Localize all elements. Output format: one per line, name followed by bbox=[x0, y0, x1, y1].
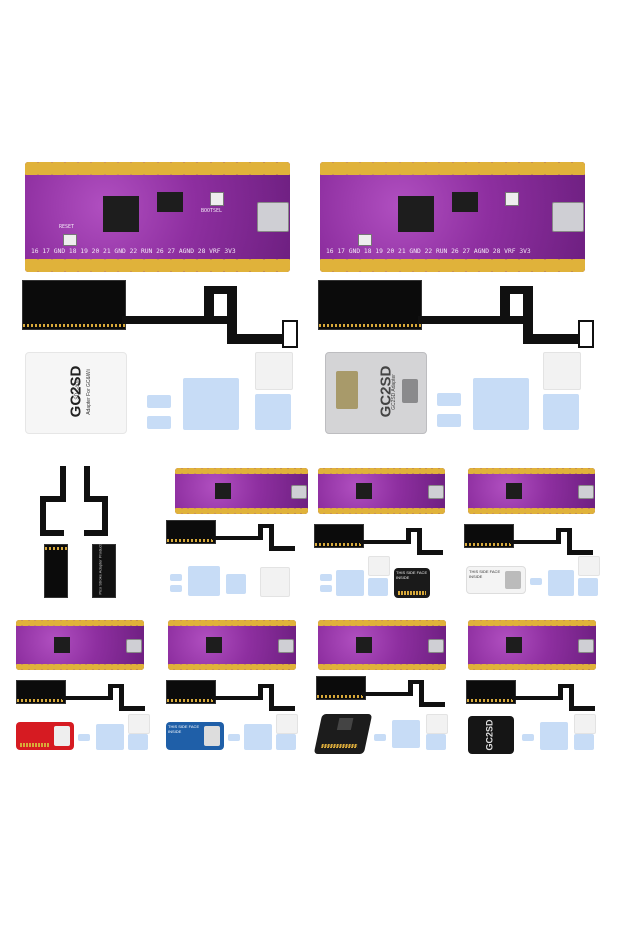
bootsel-button bbox=[505, 192, 519, 206]
thermal-pad bbox=[188, 566, 220, 596]
gold-pins-top bbox=[25, 162, 290, 176]
clear-gc2sd-adapter: GC2SD GC2SD Adapter bbox=[325, 352, 427, 434]
thermal-pad bbox=[228, 734, 240, 741]
flash-chip bbox=[157, 192, 183, 212]
thermal-pad bbox=[147, 395, 171, 408]
bootsel-label: BOOTSEL bbox=[201, 208, 223, 214]
rp2040-chip bbox=[103, 196, 139, 232]
reset-label: RESET bbox=[59, 224, 75, 230]
thermal-pad bbox=[128, 734, 148, 750]
flex-cable-mini bbox=[464, 524, 594, 558]
usb-c-port bbox=[257, 202, 289, 232]
pico-board-mini bbox=[468, 468, 595, 514]
flex-cable-mini bbox=[166, 680, 296, 714]
flex-connector-head bbox=[318, 280, 422, 330]
pico-board-mini bbox=[318, 620, 446, 670]
thermal-pad-white bbox=[128, 714, 150, 734]
sideface-adapter-blue: THIS SIDE FACE INSIDE bbox=[166, 722, 224, 750]
pico-board-mini bbox=[168, 620, 296, 670]
thermal-pad bbox=[540, 722, 568, 750]
thermal-pad bbox=[255, 394, 291, 430]
thermal-pad bbox=[437, 414, 461, 427]
thermal-pad bbox=[276, 734, 296, 750]
gold-pins-top bbox=[320, 162, 585, 176]
gold-pins-bottom bbox=[320, 258, 585, 272]
flex-cable-top-right bbox=[318, 280, 594, 350]
thermal-pad-white bbox=[255, 352, 293, 390]
thermal-pad bbox=[368, 578, 388, 596]
thermal-pad-white bbox=[543, 352, 581, 390]
sideface-label: THIS SIDE FACE INSIDE bbox=[168, 724, 200, 734]
white-gc2sd-adapter: GC2SD SD Card Adapter For GC&Wii bbox=[25, 352, 127, 434]
flex-cable-top-left bbox=[22, 280, 298, 350]
angled-adapter-black bbox=[313, 714, 373, 754]
pin-labels: 16 17 GND 18 19 20 21 GND 22 RUN 26 27 A… bbox=[326, 248, 531, 255]
thermal-pad-white bbox=[426, 714, 448, 734]
thermal-pad bbox=[578, 578, 598, 596]
sideface-adapter-black: THIS SIDE FACE INSIDE bbox=[394, 568, 430, 598]
thermal-pad bbox=[548, 570, 574, 596]
gold-pins-bottom bbox=[25, 258, 290, 272]
connector-slot bbox=[402, 379, 418, 403]
thermal-pad bbox=[543, 394, 579, 430]
flex-cable-mini bbox=[166, 520, 296, 554]
reset-button bbox=[358, 234, 372, 246]
thermal-pad-white bbox=[574, 714, 596, 734]
thermal-pad bbox=[374, 734, 386, 741]
thermal-pad bbox=[147, 416, 171, 429]
bootsel-button bbox=[210, 192, 224, 206]
flex-cable-mini bbox=[314, 524, 444, 558]
thermal-pad-white bbox=[368, 556, 390, 576]
thermal-pad bbox=[96, 724, 124, 750]
thermal-pad bbox=[183, 378, 239, 430]
sd-slot bbox=[336, 371, 358, 409]
thermal-pad-white bbox=[276, 714, 298, 734]
sideface-adapter-red bbox=[16, 722, 74, 750]
pico-board-top-right: 16 17 GND 18 19 20 21 GND 22 RUN 26 27 A… bbox=[320, 162, 585, 272]
adapter-label: GC2SD Adapter bbox=[390, 374, 397, 410]
thermal-pad bbox=[244, 724, 272, 750]
pico-board-mini bbox=[175, 468, 308, 514]
thermal-pad bbox=[473, 378, 529, 430]
thermal-pad bbox=[320, 574, 332, 581]
flex-connector-head bbox=[44, 544, 68, 598]
pico-board-mini bbox=[318, 468, 445, 514]
flex-connector-back: Pico Stroke Adapter Product bbox=[92, 544, 116, 598]
thermal-pad bbox=[426, 734, 446, 750]
thermal-pad bbox=[530, 578, 542, 585]
thermal-pad bbox=[574, 734, 594, 750]
flex-cable-pair: Pico Stroke Adapter Product bbox=[36, 466, 126, 601]
flex-print-label: Pico Stroke Adapter Product bbox=[97, 544, 103, 595]
flex-cable-mini bbox=[316, 676, 446, 710]
rp2040-chip bbox=[398, 196, 434, 232]
thermal-pad bbox=[392, 720, 420, 748]
reset-button bbox=[63, 234, 77, 246]
thermal-pad-white bbox=[260, 567, 290, 597]
thermal-pad bbox=[78, 734, 90, 741]
sd-card-label: SD Card bbox=[74, 380, 81, 400]
black-gc2sd-adapter: GC2SD bbox=[468, 716, 514, 754]
pico-board-top-left: 16 17 GND 18 19 20 21 GND 22 RUN 26 27 A… bbox=[25, 162, 290, 272]
flash-chip bbox=[452, 192, 478, 212]
adapter-for-label: Adapter For GC&Wii bbox=[85, 369, 92, 415]
thermal-pad bbox=[226, 574, 246, 594]
thermal-pad bbox=[320, 585, 332, 592]
pico-board-mini bbox=[468, 620, 596, 670]
thermal-pad bbox=[522, 734, 534, 741]
flex-cable-mini bbox=[16, 680, 146, 714]
thermal-pad-white bbox=[578, 556, 600, 576]
flex-connector-head bbox=[22, 280, 126, 330]
sideface-label: THIS SIDE FACE INSIDE bbox=[469, 569, 501, 579]
gc2sd-label: GC2SD bbox=[484, 719, 495, 751]
thermal-pad bbox=[170, 574, 182, 581]
sideface-label: THIS SIDE FACE INSIDE bbox=[396, 570, 428, 580]
flex-cable-mini bbox=[466, 680, 596, 714]
pin-labels: 16 17 GND 18 19 20 21 GND 22 RUN 26 27 A… bbox=[31, 248, 236, 255]
thermal-pad bbox=[170, 585, 182, 592]
thermal-pad bbox=[437, 393, 461, 406]
pico-board-mini bbox=[16, 620, 144, 670]
sideface-adapter-white: THIS SIDE FACE INSIDE bbox=[466, 566, 526, 594]
thermal-pad bbox=[336, 570, 364, 596]
usb-c-port bbox=[552, 202, 584, 232]
